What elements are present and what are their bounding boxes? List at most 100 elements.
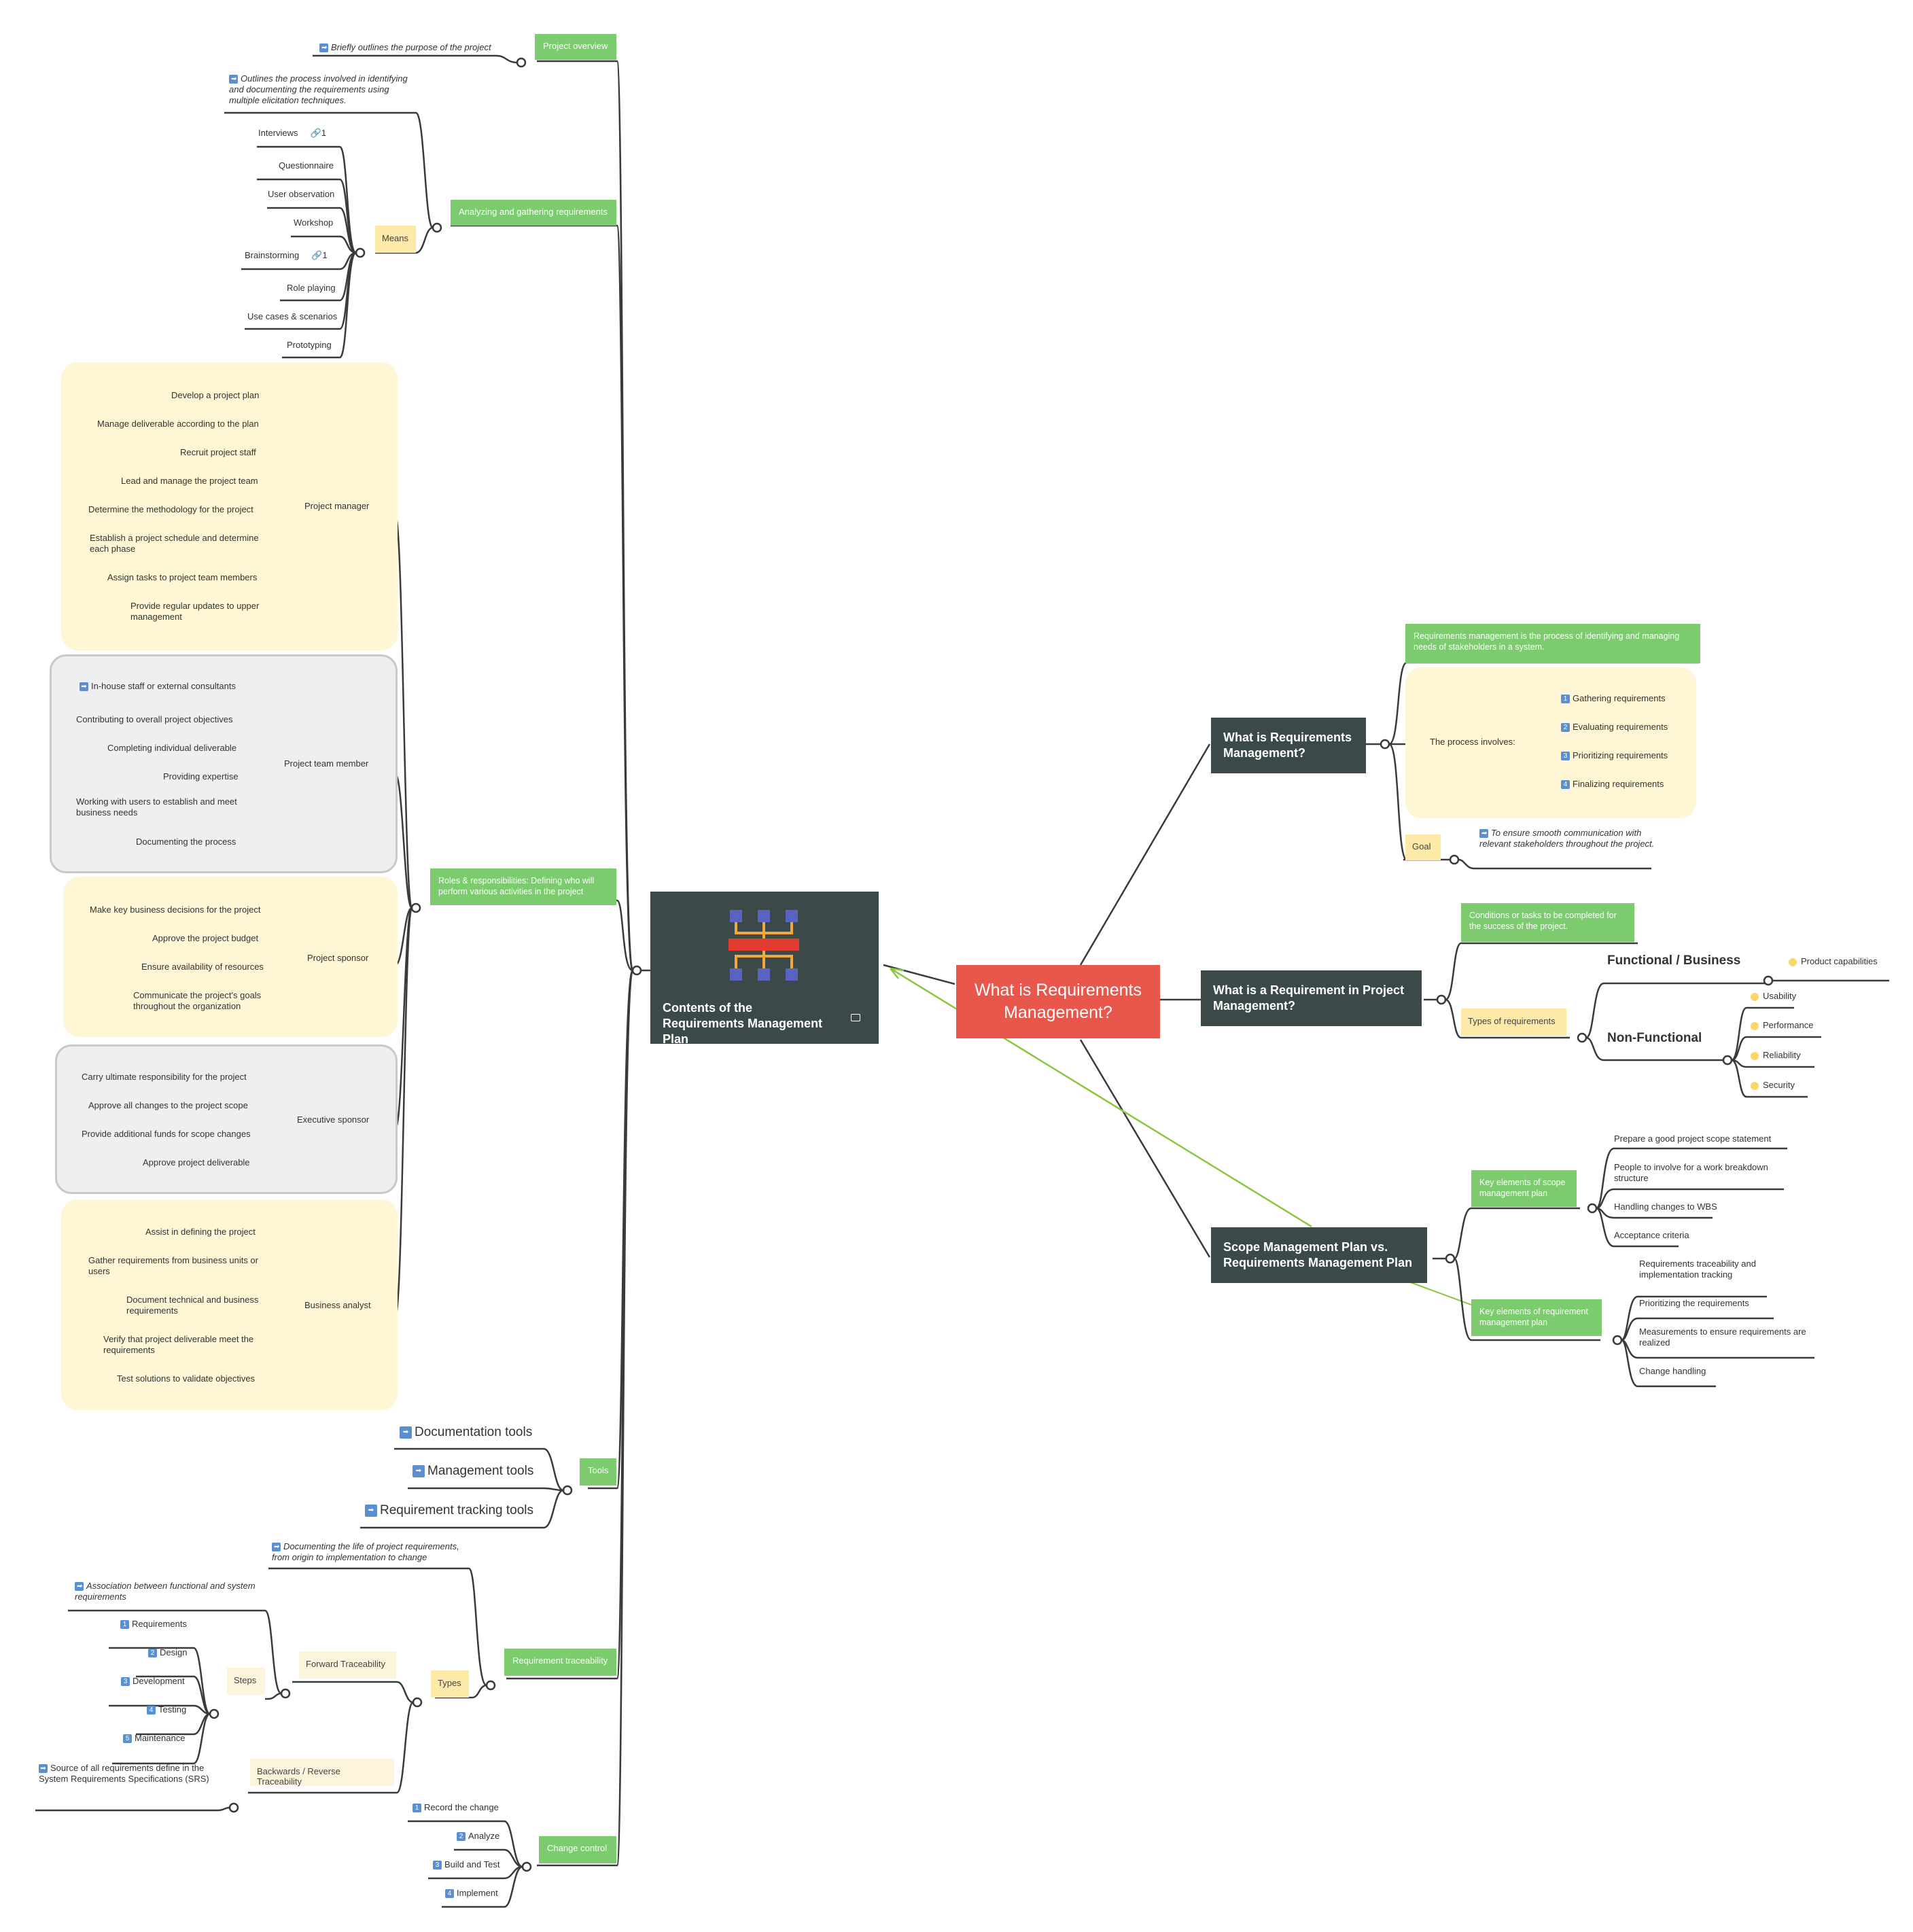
steps-label[interactable]: Steps (227, 1668, 265, 1695)
branch-scope-vs-rm[interactable]: Scope Management Plan vs. Requirements M… (1211, 1227, 1427, 1283)
functional-item[interactable]: Product capabilities (1789, 956, 1878, 967)
ba-item[interactable]: Gather requirements from business units … (88, 1255, 258, 1276)
ps-item[interactable]: Make key business decisions for the proj… (90, 904, 261, 915)
nonfunctional-item[interactable]: Performance (1751, 1020, 1813, 1031)
requirement-item[interactable]: Measurements to ensure requirements are … (1639, 1327, 1806, 1348)
es-item[interactable]: Approve project deliverable (143, 1157, 250, 1167)
es-item[interactable]: Approve all changes to the project scope (88, 1100, 248, 1110)
ba-item[interactable]: Verify that project deliverable meet the… (103, 1334, 254, 1355)
nonfunctional-item[interactable]: Security (1751, 1080, 1795, 1091)
means-item[interactable]: Questionnaire (279, 160, 334, 171)
ba-item[interactable]: Assist in defining the project (145, 1227, 256, 1237)
es-item[interactable]: Carry ultimate responsibility for the pr… (82, 1072, 247, 1082)
role-business-analyst[interactable]: Business analyst (304, 1300, 371, 1310)
goal-note[interactable]: ➡To ensure smooth communication with rel… (1479, 828, 1656, 849)
tools[interactable]: Tools (580, 1458, 616, 1486)
scope-item[interactable]: Handling changes to WBS (1614, 1201, 1717, 1212)
means-item[interactable]: Workshop (294, 217, 334, 228)
forward-note[interactable]: ➡Association between functional and syst… (75, 1581, 272, 1602)
pm-item[interactable]: Provide regular updates to upper managem… (130, 601, 260, 622)
forward-traceability[interactable]: Forward Traceability (299, 1651, 396, 1679)
tools-item[interactable]: ➡Documentation tools (400, 1424, 532, 1441)
tm-item[interactable]: Providing expertise (163, 771, 239, 781)
requirement-item[interactable]: Prioritizing the requirements (1639, 1298, 1749, 1308)
requirement-item[interactable]: Requirements traceability and implementa… (1639, 1259, 1756, 1280)
means-item[interactable]: Brainstorming🔗1 (245, 250, 328, 261)
requirement-item[interactable]: Change handling (1639, 1366, 1706, 1376)
analyzing-requirements[interactable]: Analyzing and gathering requirements (451, 200, 616, 226)
analyzing-note[interactable]: ➡Outlines the process involved in identi… (229, 73, 419, 106)
means-item[interactable]: Use cases & scenarios (247, 311, 338, 321)
pm-item[interactable]: Develop a project plan (171, 390, 260, 400)
tools-item[interactable]: ➡Requirement tracking tools (365, 1503, 533, 1519)
tm-item[interactable]: Working with users to establish and meet… (76, 796, 237, 818)
traceability-note[interactable]: ➡Documenting the life of project require… (272, 1541, 476, 1563)
ps-item[interactable]: Communicate the project's goals througho… (133, 990, 262, 1011)
project-overview[interactable]: Project overview (535, 34, 616, 60)
pm-item[interactable]: Recruit project staff (180, 447, 256, 457)
functional-heading[interactable]: Functional / Business (1607, 953, 1741, 968)
overview-note[interactable]: ➡Briefly outlines the purpose of the pro… (319, 42, 491, 53)
roles-responsibilities[interactable]: Roles & responsibilities: Defining who w… (430, 868, 616, 905)
nonfunctional-heading[interactable]: Non-Functional (1607, 1031, 1702, 1045)
tm-item[interactable]: Contributing to overall project objectiv… (76, 714, 233, 724)
tm-item[interactable]: Completing individual deliverable (107, 743, 237, 753)
ps-item[interactable]: Ensure availability of resources (141, 962, 264, 972)
pm-item[interactable]: Lead and manage the project team (121, 476, 258, 486)
requirement-definition[interactable]: Conditions or tasks to be completed for … (1461, 903, 1634, 942)
process-label[interactable]: The process involves: (1430, 737, 1515, 747)
means-item[interactable]: User observation (268, 189, 335, 199)
tm-item[interactable]: ➡In-house staff or external consultants (80, 681, 236, 692)
es-item[interactable]: Provide additional funds for scope chang… (82, 1129, 251, 1139)
left-topic[interactable]: Contents of the Requirements Management … (650, 892, 879, 1046)
backward-traceability[interactable]: Backwards / Reverse Traceability (250, 1759, 394, 1787)
pm-item[interactable]: Assign tasks to project team members (107, 572, 258, 582)
scope-elements-label[interactable]: Key elements of scope management plan (1471, 1170, 1577, 1207)
central-topic[interactable]: What is Requirements Management? (956, 965, 1160, 1038)
tm-item[interactable]: Documenting the process (136, 837, 236, 847)
ba-item[interactable]: Test solutions to validate objectives (117, 1373, 256, 1384)
role-project-team-member[interactable]: Project team member (284, 758, 369, 769)
role-project-sponsor[interactable]: Project sponsor (307, 953, 369, 963)
means-label[interactable]: Means (375, 226, 416, 253)
nonfunctional-item[interactable]: Usability (1751, 991, 1796, 1002)
change-control[interactable]: Change control (539, 1836, 616, 1863)
pm-item[interactable]: Manage deliverable according to the plan (97, 419, 259, 429)
scope-item[interactable]: Acceptance criteria (1614, 1230, 1689, 1240)
backward-note[interactable]: ➡Source of all requirements define in th… (39, 1763, 226, 1785)
requirement-traceability[interactable]: Requirement traceability (504, 1649, 616, 1676)
means-item[interactable]: Interviews🔗1 (258, 128, 326, 139)
types-of-requirements[interactable]: Types of requirements (1461, 1008, 1566, 1036)
pm-item[interactable]: Establish a project schedule and determi… (90, 533, 259, 554)
rm-definition[interactable]: Requirements management is the process o… (1405, 624, 1700, 663)
ba-item[interactable]: Document technical and business requirem… (126, 1295, 259, 1316)
tools-item[interactable]: ➡Management tools (413, 1463, 533, 1479)
pm-item[interactable]: Determine the methodology for the projec… (88, 504, 253, 514)
means-item[interactable]: Prototyping (287, 340, 332, 350)
traceability-types[interactable]: Types (431, 1670, 469, 1698)
scope-item[interactable]: People to involve for a work breakdown s… (1614, 1162, 1768, 1183)
role-executive-sponsor[interactable]: Executive sponsor (297, 1114, 370, 1125)
role-project-manager[interactable]: Project manager (304, 501, 370, 511)
requirement-elements-label[interactable]: Key elements of requirement management p… (1471, 1299, 1602, 1336)
branch-what-is-rm[interactable]: What is Requirements Management? (1211, 718, 1366, 773)
nonfunctional-item[interactable]: Reliability (1751, 1050, 1801, 1061)
scope-item[interactable]: Prepare a good project scope statement (1614, 1134, 1772, 1144)
means-item[interactable]: Role playing (287, 283, 336, 293)
branch-what-is-requirement[interactable]: What is a Requirement in Project Managem… (1201, 970, 1422, 1026)
ps-item[interactable]: Approve the project budget (152, 933, 259, 943)
goal-label[interactable]: Goal (1405, 835, 1441, 860)
